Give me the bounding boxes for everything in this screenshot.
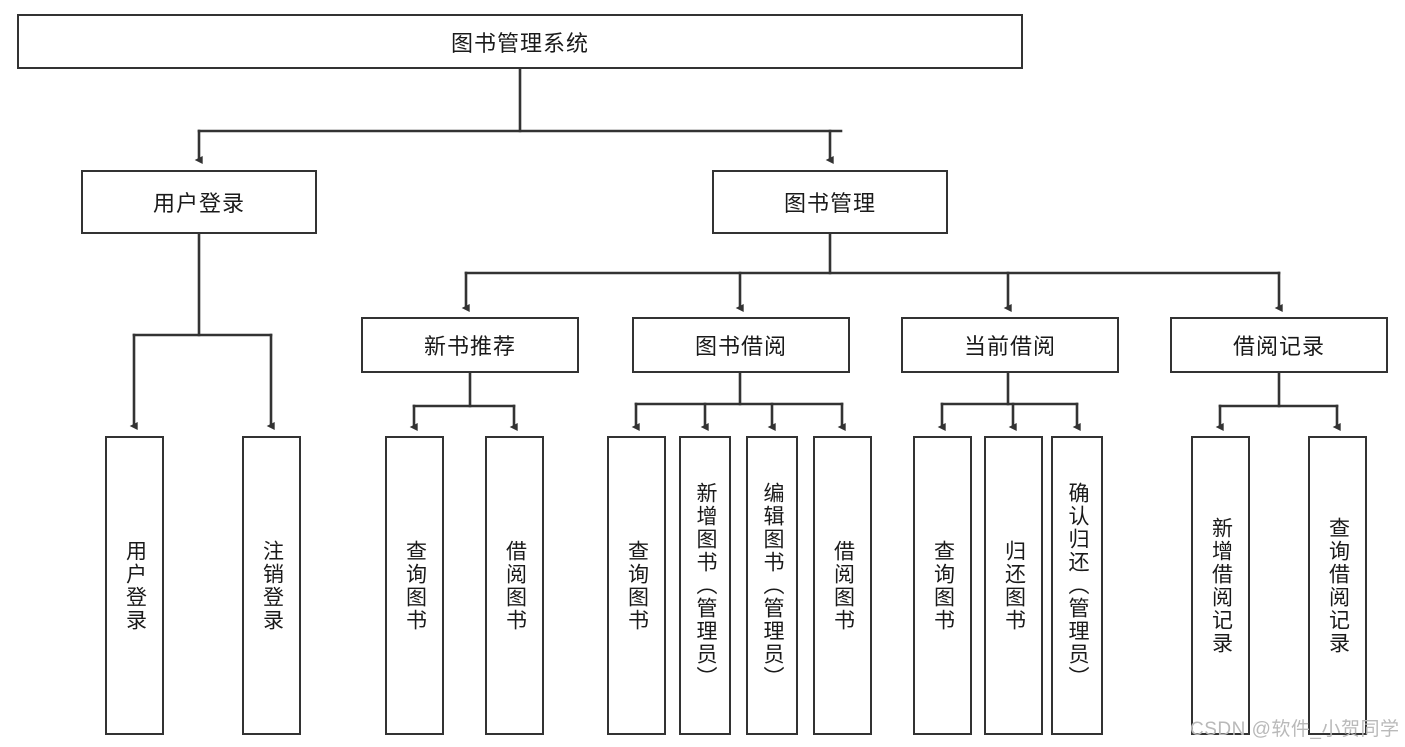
leaf-borrow-book-label: 借阅图书 — [831, 539, 855, 632]
leaf-user-login-label: 用户登录 — [123, 539, 147, 632]
node-user-login[interactable]: 用户登录 — [81, 170, 317, 234]
node-borrow-record-label: 借阅记录 — [1232, 334, 1325, 359]
edge-group-user-login — [129, 232, 275, 430]
leaf-logout[interactable]: 注销登录 — [242, 436, 301, 735]
leaf-return-book-label: 归还图书 — [1002, 539, 1026, 632]
leaf-logout-label: 注销登录 — [260, 539, 284, 632]
leaf-borrow-book[interactable]: 借阅图书 — [813, 436, 872, 735]
leaf-edit-book-admin-label: 编辑图书（管理员） — [761, 482, 785, 689]
node-book-borrow[interactable]: 图书借阅 — [632, 317, 850, 373]
edge-group-current-borrow — [937, 371, 1081, 431]
csdn-watermark: CSDN @软件_小贺同学 — [1190, 719, 1400, 740]
leaf-add-borrow-record[interactable]: 新增借阅记录 — [1191, 436, 1250, 735]
leaf-edit-book-admin[interactable]: 编辑图书（管理员） — [746, 436, 798, 735]
leaf-confirm-return-admin[interactable]: 确认归还（管理员） — [1051, 436, 1103, 735]
node-user-login-label: 用户登录 — [152, 191, 245, 216]
edge-group-borrow-book — [631, 371, 846, 431]
leaf-query-borrow-record[interactable]: 查询借阅记录 — [1308, 436, 1367, 735]
node-current-borrow[interactable]: 当前借阅 — [901, 317, 1119, 373]
leaf-borrow-book-recommend[interactable]: 借阅图书 — [485, 436, 544, 735]
node-root-label: 图书管理系统 — [450, 30, 589, 56]
node-book-management[interactable]: 图书管理 — [712, 170, 948, 234]
edge-group-borrow-record — [1215, 371, 1341, 431]
leaf-add-book-admin[interactable]: 新增图书（管理员） — [679, 436, 731, 735]
node-new-book-recommend[interactable]: 新书推荐 — [361, 317, 579, 373]
leaf-query-book-current-label: 查询图书 — [931, 539, 955, 632]
node-new-book-recommend-label: 新书推荐 — [423, 334, 516, 359]
leaf-add-borrow-record-label: 新增借阅记录 — [1209, 516, 1233, 655]
edge-group-book-manage — [461, 232, 1283, 312]
leaf-query-book-recommend[interactable]: 查询图书 — [385, 436, 444, 735]
node-current-borrow-label: 当前借阅 — [963, 334, 1056, 359]
leaf-confirm-return-admin-label: 确认归还（管理员） — [1066, 482, 1090, 689]
node-book-borrow-label: 图书借阅 — [694, 334, 787, 359]
edge-group-root — [194, 67, 843, 164]
node-borrow-record[interactable]: 借阅记录 — [1170, 317, 1388, 373]
edge-group-new-book — [409, 371, 518, 431]
leaf-query-book-recommend-label: 查询图书 — [403, 539, 427, 632]
leaf-borrow-book-recommend-label: 借阅图书 — [503, 539, 527, 632]
node-root[interactable]: 图书管理系统 — [17, 14, 1023, 69]
leaf-query-book-current[interactable]: 查询图书 — [913, 436, 972, 735]
leaf-query-book-borrow[interactable]: 查询图书 — [607, 436, 666, 735]
leaf-add-book-admin-label: 新增图书（管理员） — [694, 482, 718, 689]
node-book-management-label: 图书管理 — [783, 191, 876, 216]
leaf-query-borrow-record-label: 查询借阅记录 — [1326, 516, 1350, 655]
leaf-user-login[interactable]: 用户登录 — [105, 436, 164, 735]
leaf-return-book[interactable]: 归还图书 — [984, 436, 1043, 735]
leaf-query-book-borrow-label: 查询图书 — [625, 539, 649, 632]
